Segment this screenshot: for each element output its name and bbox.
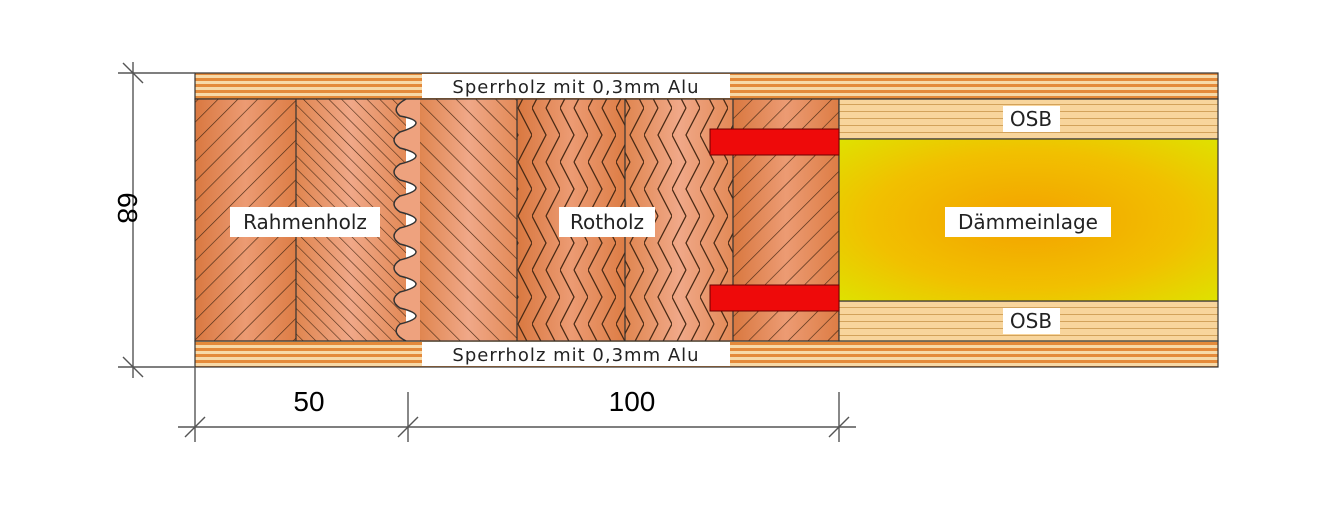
svg-text:OSB: OSB — [1010, 309, 1052, 333]
svg-text:Rotholz: Rotholz — [570, 210, 644, 234]
red-insert-bottom — [709, 284, 840, 312]
width-frame-value: 50 — [293, 386, 324, 417]
osb-top-label: OSB — [1003, 106, 1060, 132]
core-wood-label: Rotholz — [559, 207, 655, 237]
osb-bottom-label: OSB — [1003, 308, 1060, 334]
svg-text:Sperrholz mit 0,3mm Alu: Sperrholz mit 0,3mm Alu — [452, 345, 699, 366]
height-dimension-value: 68 — [112, 192, 143, 223]
svg-text:OSB: OSB — [1010, 107, 1052, 131]
height-dimension — [118, 62, 195, 378]
frame-wood-label: Rahmenholz — [230, 207, 380, 237]
width-dimension — [178, 367, 856, 442]
svg-text:Sperrholz mit 0,3mm Alu: Sperrholz mit 0,3mm Alu — [452, 77, 699, 98]
bottom-layer-label: Sperrholz mit 0,3mm Alu — [422, 342, 730, 366]
finger-joint — [393, 98, 420, 342]
red-insert-top — [709, 128, 840, 156]
top-layer-label: Sperrholz mit 0,3mm Alu — [422, 74, 730, 98]
svg-text:Rahmenholz: Rahmenholz — [243, 210, 367, 234]
insulation-label: Dämmeinlage — [945, 207, 1111, 237]
svg-text:Dämmeinlage: Dämmeinlage — [958, 210, 1098, 234]
width-core-value: 100 — [609, 386, 656, 417]
